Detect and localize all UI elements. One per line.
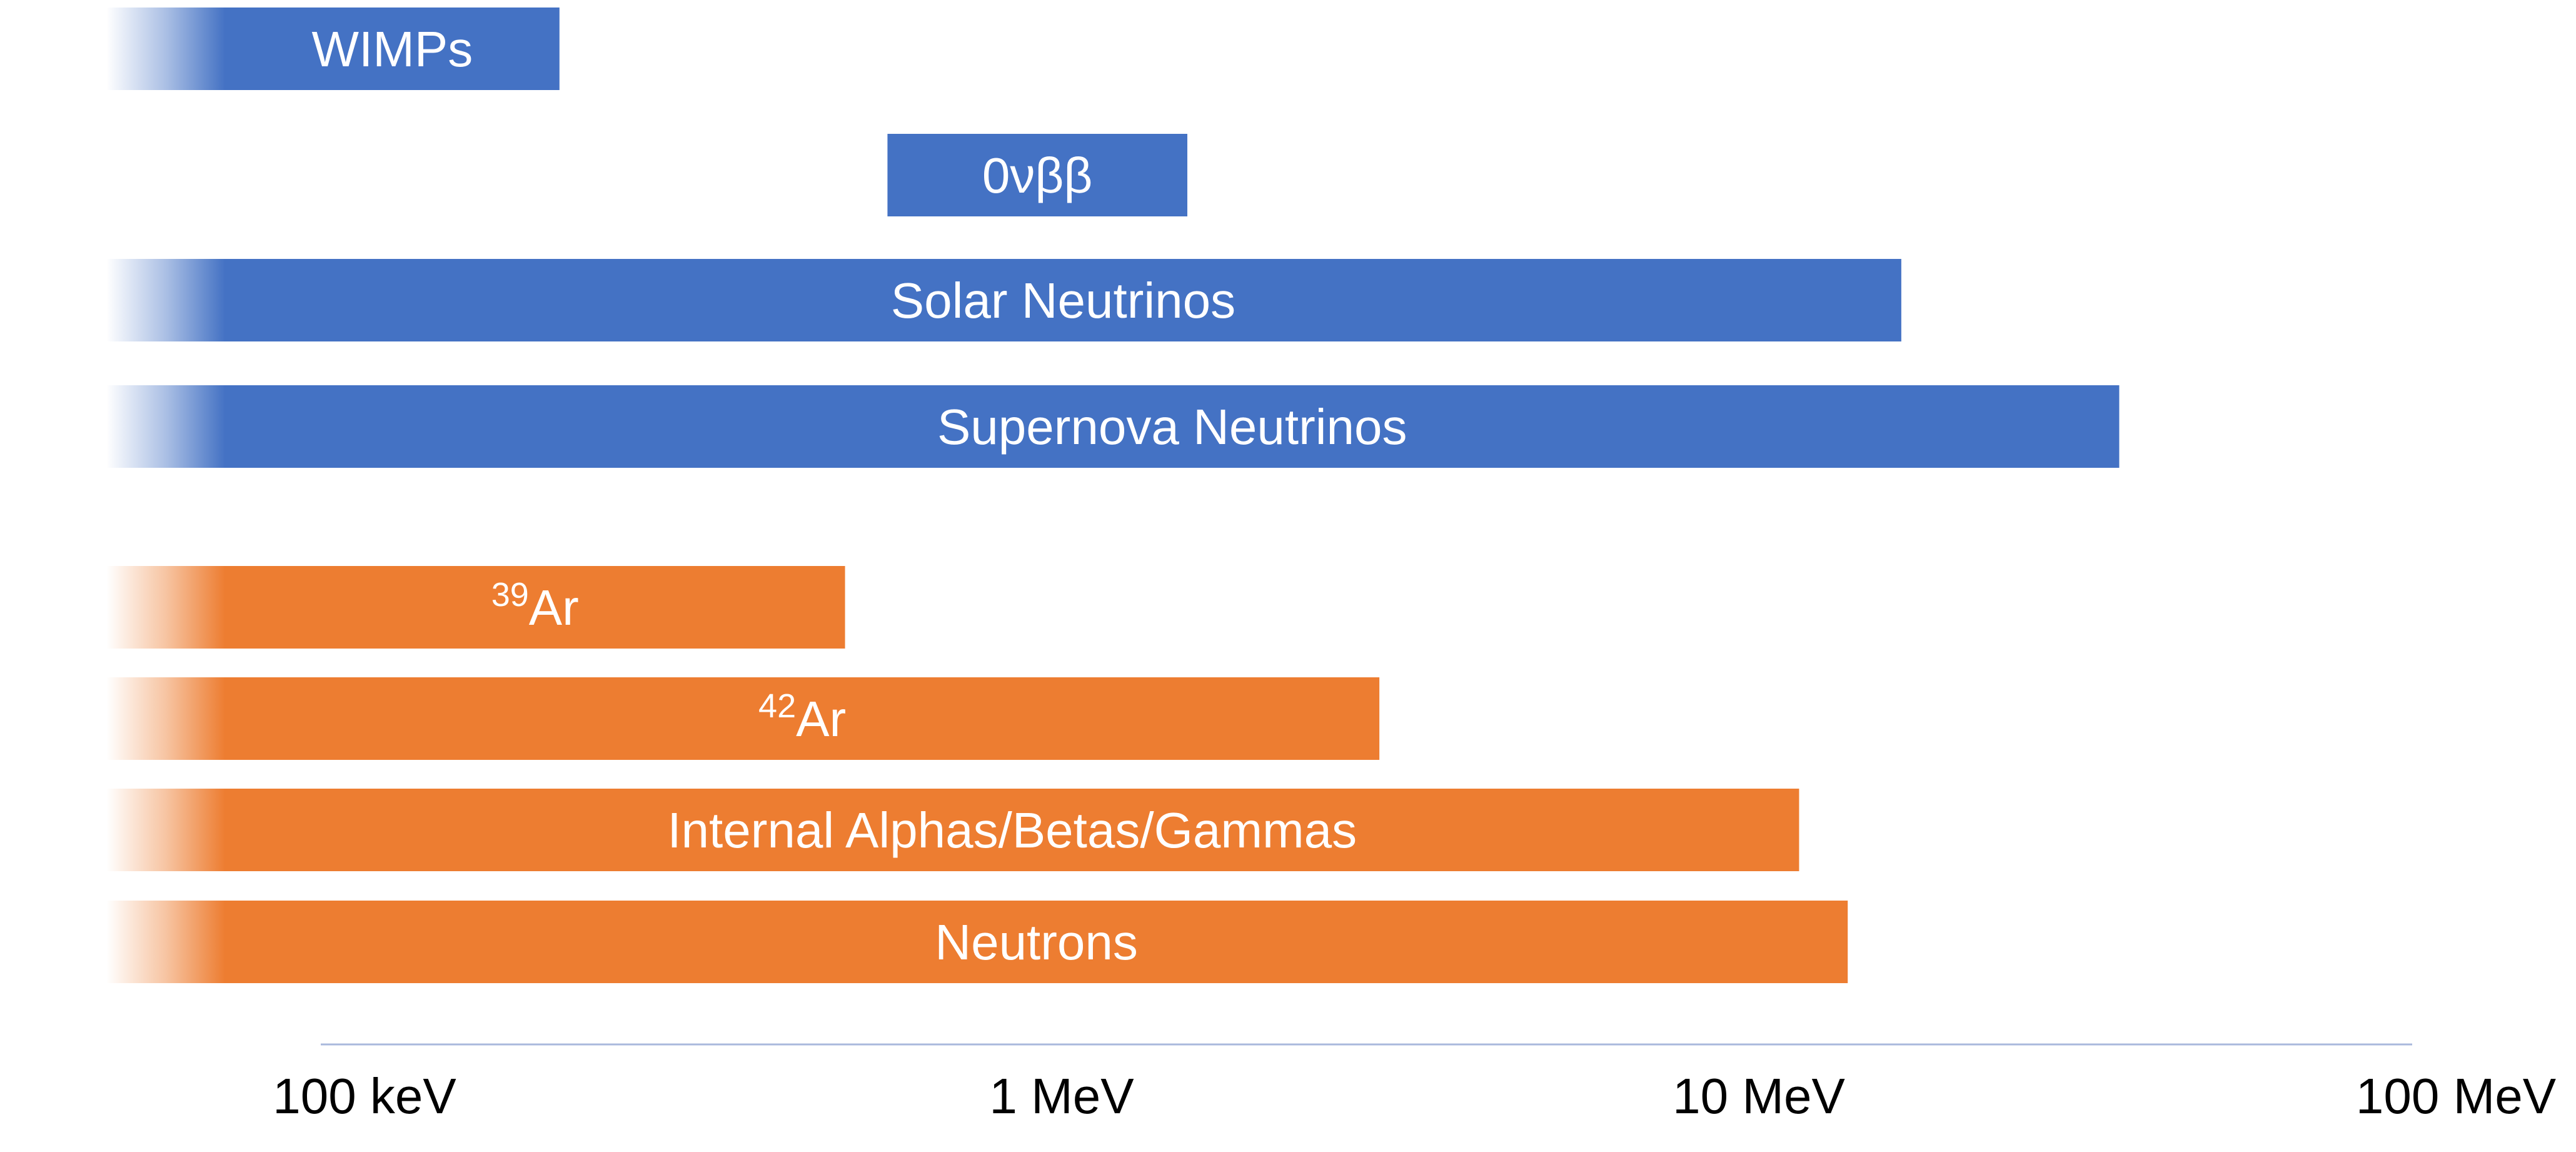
bar-label-text: Ar	[796, 691, 846, 747]
bar-label: WIMPs	[312, 21, 473, 77]
bar-fade-extension	[106, 566, 225, 649]
bar-group: Solar Neutrinos	[106, 259, 1901, 341]
bar-label: Internal Alphas/Betas/Gammas	[667, 802, 1357, 858]
bar-label: Solar Neutrinos	[891, 273, 1235, 328]
bar	[321, 789, 1799, 871]
x-tick-label: 100 MeV	[2356, 1068, 2557, 1124]
bar-group: Internal Alphas/Betas/Gammas	[106, 789, 1799, 871]
bar	[321, 8, 560, 90]
bar	[321, 566, 845, 649]
x-axis: 100 keV 1 MeV 10 MeV 100 MeV	[273, 1043, 2557, 1124]
bar-group: 42Ar	[106, 677, 1380, 760]
bar	[321, 385, 2120, 468]
bar-extension	[224, 677, 321, 760]
bar-label: 42Ar	[758, 687, 846, 747]
bar	[321, 901, 1848, 983]
bar-label: Neutrons	[935, 914, 1138, 970]
bar-group: WIMPs	[106, 8, 560, 90]
bar-fade-extension	[106, 901, 225, 983]
bar-extension	[224, 789, 321, 871]
bar-group: 39Ar	[106, 566, 845, 649]
bar-label: 0νββ	[982, 148, 1093, 203]
bar-fade-extension	[106, 385, 225, 468]
x-tick-label: 10 MeV	[1673, 1068, 1845, 1124]
bar-label: 39Ar	[491, 576, 579, 635]
bar-group: 0νββ	[887, 134, 1187, 216]
bar-fade-extension	[106, 789, 225, 871]
bar	[887, 134, 1187, 216]
bar-fade-extension	[106, 259, 225, 341]
bar-label-superscript: 42	[758, 687, 796, 725]
bar-fade-extension	[106, 8, 225, 90]
bar-label-superscript: 39	[491, 576, 529, 614]
bar-group: Neutrons	[106, 901, 1848, 983]
bar-extension	[224, 566, 321, 649]
bar	[321, 677, 1380, 760]
bar-fade-extension	[106, 677, 225, 760]
x-tick-label: 1 MeV	[989, 1068, 1134, 1124]
bar	[321, 259, 1901, 341]
bar-extension	[224, 385, 321, 468]
bar-label: Supernova Neutrinos	[937, 399, 1407, 455]
bar-extension	[224, 8, 321, 90]
bar-extension	[224, 259, 321, 341]
bar-group: Supernova Neutrinos	[106, 385, 2120, 468]
bar-extension	[224, 901, 321, 983]
x-tick-label: 100 keV	[273, 1068, 456, 1124]
bar-label-text: Ar	[529, 580, 579, 635]
